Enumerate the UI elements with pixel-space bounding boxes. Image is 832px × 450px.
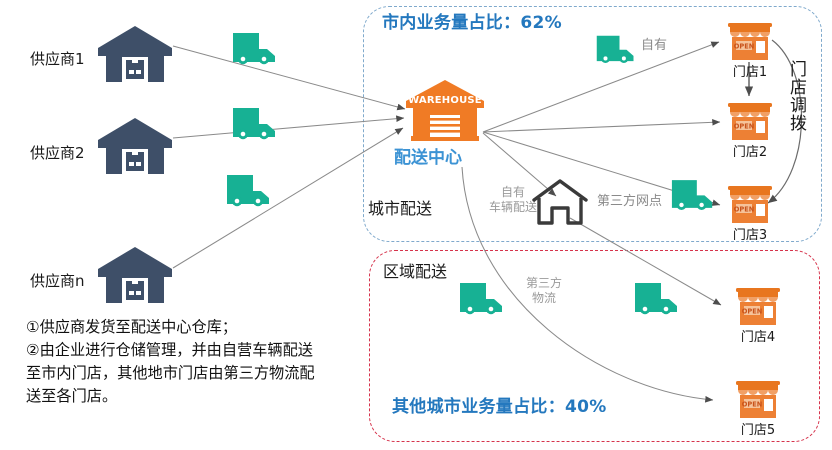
supplier-n-icon [96,245,174,305]
warehouse-icon [98,247,172,303]
store-sign-text: OPEN [734,42,754,50]
third-party-node-icon [530,178,590,226]
truck-icon-supplier1 [231,28,279,65]
store-4-icon: OPEN [733,285,783,327]
truck-icon-supplier2 [231,103,279,140]
house-icon [532,179,588,225]
own-vehicle-delivery-note: 自有 车辆配送 [478,185,548,215]
store-1-icon: OPEN [725,20,775,62]
store-sign-text: OPEN [742,307,762,315]
storefront-icon: OPEN [728,23,772,60]
description-line-1: ①供应商发货至配送中心仓库； [26,318,238,336]
warehouse-icon-text: WAREHOUSE [408,95,482,106]
truck-icon [227,175,269,207]
description-block: ①供应商发货至配送中心仓库； ②由企业进行仓储管理，并由自营车辆配送 至市内门店… [26,316,356,408]
truck-icon-region-left [458,278,506,315]
storefront-icon: OPEN [728,186,772,223]
supplier-1-icon [96,24,174,84]
truck-icon [233,108,275,140]
truck-icon-thirdparty-city [670,175,716,211]
distribution-center-icon: WAREHOUSE [404,79,486,141]
third-party-logistics-note: 第三方 物流 [512,276,576,306]
store-3-label: 门店3 [732,228,768,243]
warehouse-icon [98,118,172,174]
truck-icon [596,35,634,63]
store-1-label: 门店1 [732,65,768,80]
city-region-title: 市内业务量占比：62% [382,13,562,33]
warehouse-icon [98,26,172,82]
store-5-label: 门店5 [740,423,776,438]
truck-icon [460,283,502,315]
supplier-1-label: 供应商1 [30,50,85,68]
storefront-icon: OPEN [736,381,780,418]
store-3-icon: OPEN [725,183,775,225]
store-sign-text: OPEN [742,400,762,408]
storefront-icon: OPEN [728,103,772,140]
description-line-4: 送至各门店。 [26,387,118,406]
third-party-logistics-line2: 物流 [531,291,556,305]
other-region-title: 其他城市业务量占比：40% [392,397,607,417]
store-transfer-label: 门店调拨 [786,60,807,132]
store-2-label: 门店2 [732,145,768,160]
truck-icon-own [595,31,637,64]
supplier-n-label: 供应商n [30,272,85,290]
store-2-icon: OPEN [725,100,775,142]
supplier-2-icon [96,116,174,176]
own-vehicle-delivery-line2: 车辆配送 [488,200,537,214]
city-distribution-label: 城市配送 [368,199,433,218]
truck-icon-suppliern [225,170,273,207]
truck-icon [635,283,677,315]
truck-icon [233,33,275,65]
store-sign-text: OPEN [734,122,754,130]
truck-icon-region-right [633,278,681,315]
store-5-icon: OPEN [733,378,783,420]
store-sign-text: OPEN [734,205,754,213]
truck-icon [671,180,713,210]
distribution-center-label: 配送中心 [394,148,462,168]
description-line-3: 至市内门店，其他地市门店由第三方物流配 [26,364,315,383]
third-party-logistics-line1: 第三方 [525,276,562,290]
supplier-2-label: 供应商2 [30,144,85,162]
regional-distribution-label: 区域配送 [383,262,448,281]
storefront-icon: OPEN [736,288,780,325]
description-line-2: ②由企业进行仓储管理，并由自营车辆配送 [26,341,313,360]
warehouse-icon: WAREHOUSE [406,80,484,141]
third-party-node-label: 第三方网点 [597,194,663,209]
own-vehicle-delivery-line1: 自有 [500,185,525,199]
store-4-label: 门店4 [740,330,776,345]
own-truck-note: 自有 [641,38,668,53]
